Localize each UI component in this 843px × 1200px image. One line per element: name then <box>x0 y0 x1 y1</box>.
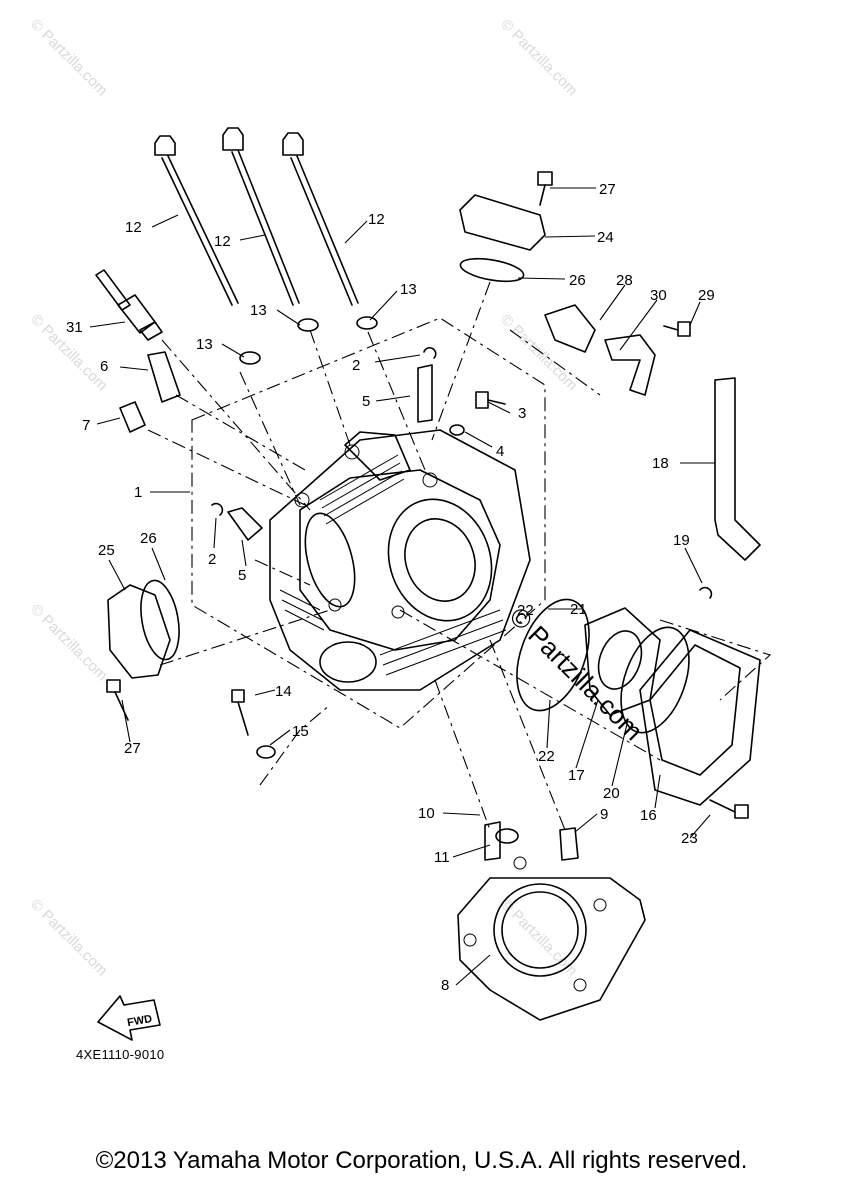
callout-22: 22 <box>517 602 534 619</box>
callout-5: 5 <box>238 567 246 584</box>
copyright-notice: ©2013 Yamaha Motor Corporation, U.S.A. A… <box>95 1147 748 1174</box>
watermark-text: © Partzilla.com <box>497 16 580 99</box>
callout-7: 7 <box>82 417 90 434</box>
watermark-text: © Partzilla.com <box>497 311 580 394</box>
spark-plug <box>95 269 163 341</box>
callout-8: 8 <box>441 977 449 994</box>
diagram-code: 4XE1110-9010 <box>76 1047 165 1062</box>
callout-17: 17 <box>568 767 585 784</box>
callout-12: 12 <box>214 233 231 250</box>
callout-1: 1 <box>134 484 142 501</box>
watermark-text: © Partzilla.com <box>27 896 110 979</box>
intake-parts <box>516 598 761 806</box>
callout-13: 13 <box>400 281 417 298</box>
watermark-text: © Partzilla.com <box>27 601 110 684</box>
callout-21: 21 <box>570 601 587 618</box>
callout-5: 5 <box>362 393 370 410</box>
cylinder-head <box>269 429 531 691</box>
fwd-arrow-icon: FWD <box>97 995 161 1041</box>
small-bolts <box>106 171 749 819</box>
cylinder-gasket <box>457 856 646 1021</box>
callout-24: 24 <box>597 229 614 246</box>
callout-29: 29 <box>698 287 715 304</box>
callout-labels: 1 2 2 3 4 5 5 6 7 8 9 10 11 12 12 12 13 … <box>66 181 715 994</box>
callout-2: 2 <box>208 551 216 568</box>
callout-30: 30 <box>650 287 667 304</box>
side-cover <box>107 579 180 679</box>
breather-parts <box>544 304 761 599</box>
callout-3: 3 <box>518 405 526 422</box>
fwd-label: FWD <box>126 1013 153 1029</box>
callout-25: 25 <box>98 542 115 559</box>
callout-9: 9 <box>600 806 608 823</box>
callout-15: 15 <box>292 723 309 740</box>
callout-6: 6 <box>100 358 108 375</box>
callout-26: 26 <box>140 530 157 547</box>
leader-lines <box>89 187 715 986</box>
watermark-text: © Partzilla.com <box>27 16 110 99</box>
callout-13: 13 <box>196 336 213 353</box>
callout-20: 20 <box>603 785 620 802</box>
washers <box>239 316 519 844</box>
guides-and-dowels <box>119 346 579 861</box>
tappet-cover-top <box>459 194 546 283</box>
callout-11: 11 <box>434 849 450 866</box>
assembly-outlines <box>191 317 772 786</box>
callout-26: 26 <box>569 272 586 289</box>
head-bolts <box>154 127 359 306</box>
callout-28: 28 <box>616 272 633 289</box>
callout-2: 2 <box>352 357 360 374</box>
watermark-layer: © Partzilla.com © Partzilla.com © Partzi… <box>27 16 649 979</box>
callout-12: 12 <box>368 211 385 228</box>
callout-19: 19 <box>673 532 690 549</box>
callout-16: 16 <box>640 807 657 824</box>
callout-10: 10 <box>418 805 435 822</box>
callout-4: 4 <box>496 443 504 460</box>
callout-22: 22 <box>538 748 555 765</box>
callout-12: 12 <box>125 219 142 236</box>
callout-23: 23 <box>681 830 698 847</box>
callout-14: 14 <box>275 683 292 700</box>
callout-27: 27 <box>124 740 141 757</box>
callout-27: 27 <box>599 181 616 198</box>
callout-18: 18 <box>652 455 669 472</box>
callout-31: 31 <box>66 319 83 336</box>
callout-13: 13 <box>250 302 267 319</box>
